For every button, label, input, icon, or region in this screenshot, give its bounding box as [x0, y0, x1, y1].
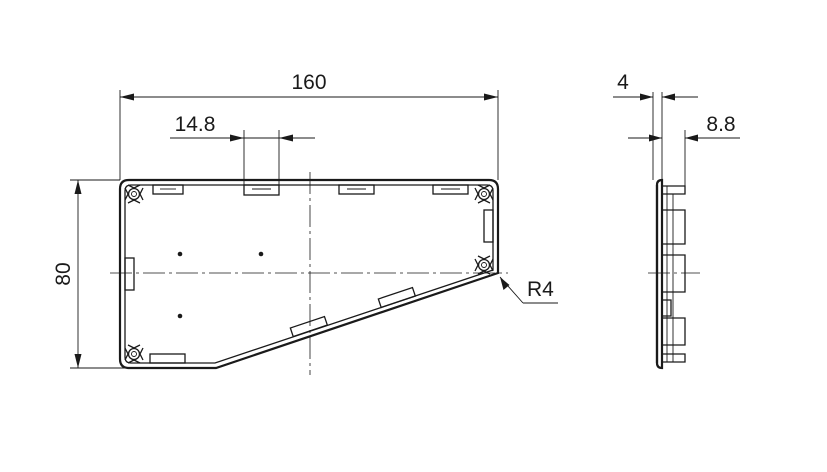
pin-mark-3: [177, 313, 183, 319]
dimension-160: [119, 90, 499, 180]
slant-tab-2: [377, 286, 417, 309]
radius-label: R4: [527, 278, 554, 301]
top-tab-1: [152, 184, 184, 195]
pin-mark-2: [258, 251, 264, 257]
outer-contour: [118, 178, 500, 370]
dimension-80-label: 80: [52, 262, 75, 285]
dimension-80: [70, 179, 129, 369]
dimension-14-8: [170, 130, 315, 185]
right-tab: [483, 209, 494, 243]
top-tab-2: [243, 184, 280, 196]
dimension-8-8-label: 8.8: [706, 113, 735, 136]
top-tab-4: [432, 184, 469, 195]
dimension-4-label: 4: [617, 71, 629, 94]
side-ribs: [662, 185, 686, 363]
dimension-8-8: [628, 130, 740, 186]
corner-boss-top-left: [124, 184, 144, 204]
side-view: 4 8.8: [613, 71, 740, 370]
dimension-14-8-label: 14.8: [175, 113, 216, 136]
front-view: 160 14.8 80 R4: [52, 71, 558, 375]
corner-boss-bottom-left: [124, 344, 144, 364]
slant-tab-1: [289, 315, 329, 338]
left-tab: [124, 257, 135, 291]
side-plate: [655, 178, 664, 370]
dimension-160-label: 160: [291, 71, 326, 94]
radius-leader: [499, 276, 558, 304]
pin-mark-1: [177, 251, 183, 257]
bottom-tab: [149, 353, 186, 364]
corner-boss-top-right: [474, 184, 494, 204]
top-tab-3: [338, 184, 375, 195]
corner-boss-mid-right: [474, 255, 494, 275]
